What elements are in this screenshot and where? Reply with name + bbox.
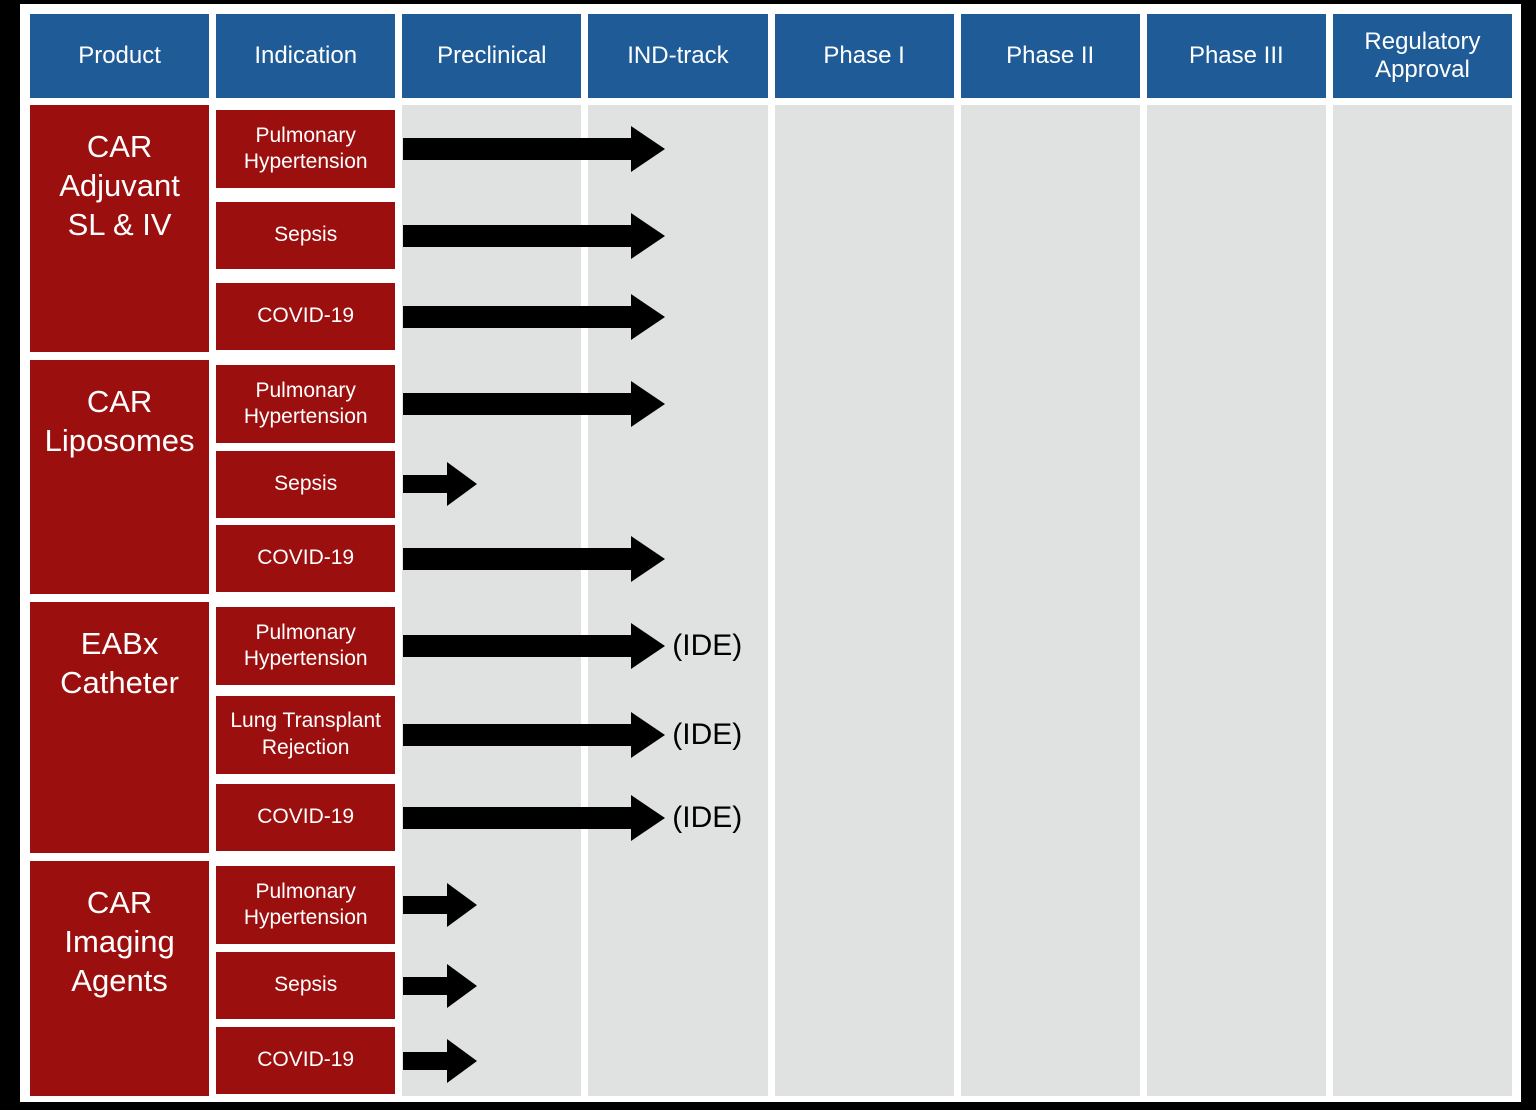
arrow-row: (IDE) — [402, 607, 1512, 685]
progress-arrow — [403, 963, 478, 1008]
phase-track-column — [774, 105, 954, 1096]
phase-columns-background — [30, 105, 1512, 1096]
arrow-shaft — [403, 475, 448, 493]
arrow-shaft — [403, 723, 632, 746]
arrow-shaft — [403, 393, 632, 415]
arrow-head-icon — [447, 462, 478, 506]
product-group: CAR Imaging Agents Pulmonary Hypertensio… — [30, 861, 1512, 1096]
arrow-row: (IDE) — [402, 696, 1512, 774]
product-box: CAR Liposomes — [30, 360, 210, 594]
progress-arrow — [403, 381, 666, 427]
product-box: CAR Imaging Agents — [30, 861, 210, 1096]
indication-box: Pulmonary Hypertension — [216, 607, 396, 685]
phase-track-column — [1332, 105, 1512, 1096]
indication-box: Sepsis — [216, 202, 396, 269]
indication-box: COVID-19 — [216, 784, 396, 851]
arrow-head-icon — [631, 794, 666, 841]
phase-track-column — [588, 105, 768, 1096]
indication-box: COVID-19 — [216, 525, 396, 592]
progress-arrow — [403, 794, 666, 841]
column-header: Phase II — [960, 14, 1140, 98]
progress-arrow — [403, 293, 666, 340]
arrow-stack — [402, 105, 1512, 352]
indication-box: Sepsis — [216, 952, 396, 1019]
arrow-row — [402, 110, 1512, 188]
progress-arrow — [403, 883, 478, 927]
arrow-shaft — [403, 635, 632, 657]
progress-arrow — [403, 212, 666, 259]
column-header: Product — [30, 14, 210, 98]
arrow-row — [402, 525, 1512, 592]
indication-box: COVID-19 — [216, 283, 396, 350]
arrow-row — [402, 283, 1512, 350]
arrow-head-icon — [631, 623, 666, 669]
arrow-shaft — [403, 224, 632, 247]
arrow-shaft — [403, 1051, 448, 1070]
ide-note: (IDE) — [672, 629, 743, 662]
arrow-row — [402, 952, 1512, 1019]
arrow-row: (IDE) — [402, 784, 1512, 851]
arrow-shaft — [403, 547, 632, 570]
product-box: CAR Adjuvant SL & IV — [30, 105, 210, 352]
column-header: Regulatory Approval — [1332, 14, 1512, 98]
column-header: Phase III — [1146, 14, 1326, 98]
ide-note: (IDE) — [672, 717, 743, 751]
arrow-stack: (IDE) (IDE) (IDE) — [402, 602, 1512, 853]
arrow-head-icon — [631, 293, 666, 340]
arrow-stack — [402, 360, 1512, 594]
arrow-head-icon — [447, 963, 478, 1008]
indication-box: Pulmonary Hypertension — [216, 110, 396, 188]
indication-box: COVID-19 — [216, 1027, 396, 1094]
phase-track-column — [402, 105, 582, 1096]
arrow-head-icon — [631, 711, 666, 758]
progress-arrow — [403, 711, 666, 758]
arrow-shaft — [403, 806, 632, 829]
pipeline-body: CAR Adjuvant SL & IV Pulmonary Hypertens… — [30, 105, 1512, 1096]
progress-arrow — [403, 126, 666, 172]
arrow-shaft — [403, 976, 448, 995]
progress-arrow — [403, 535, 666, 582]
arrow-shaft — [403, 138, 632, 160]
product-group: CAR Adjuvant SL & IV Pulmonary Hypertens… — [30, 105, 1512, 352]
arrow-stack — [402, 861, 1512, 1096]
product-groups: CAR Adjuvant SL & IV Pulmonary Hypertens… — [30, 105, 1512, 1096]
arrow-shaft — [403, 305, 632, 328]
progress-arrow — [403, 623, 666, 669]
progress-arrow — [403, 462, 478, 506]
arrow-head-icon — [447, 1038, 478, 1083]
ide-note: (IDE) — [672, 800, 743, 834]
indication-box: Sepsis — [216, 450, 396, 518]
product-box: EABx Catheter — [30, 602, 210, 853]
arrow-row — [402, 365, 1512, 443]
arrow-head-icon — [631, 535, 666, 582]
column-header: IND-track — [588, 14, 768, 98]
arrow-row — [402, 866, 1512, 944]
arrow-head-icon — [631, 126, 666, 172]
phase-track-column — [960, 105, 1140, 1096]
column-header: Preclinical — [402, 14, 582, 98]
arrow-head-icon — [631, 381, 666, 427]
progress-arrow — [403, 1038, 478, 1083]
indication-box: Pulmonary Hypertension — [216, 365, 396, 443]
arrow-head-icon — [447, 883, 478, 927]
indication-box: Pulmonary Hypertension — [216, 866, 396, 944]
arrow-shaft — [403, 896, 448, 914]
column-header: Indication — [216, 14, 396, 98]
arrow-row — [402, 202, 1512, 269]
indication-box: Lung Transplant Rejection — [216, 695, 396, 774]
arrow-row — [402, 451, 1512, 518]
phase-track-column — [1146, 105, 1326, 1096]
arrow-row — [402, 1027, 1512, 1094]
column-header: Phase I — [774, 14, 954, 98]
arrow-head-icon — [631, 212, 666, 259]
